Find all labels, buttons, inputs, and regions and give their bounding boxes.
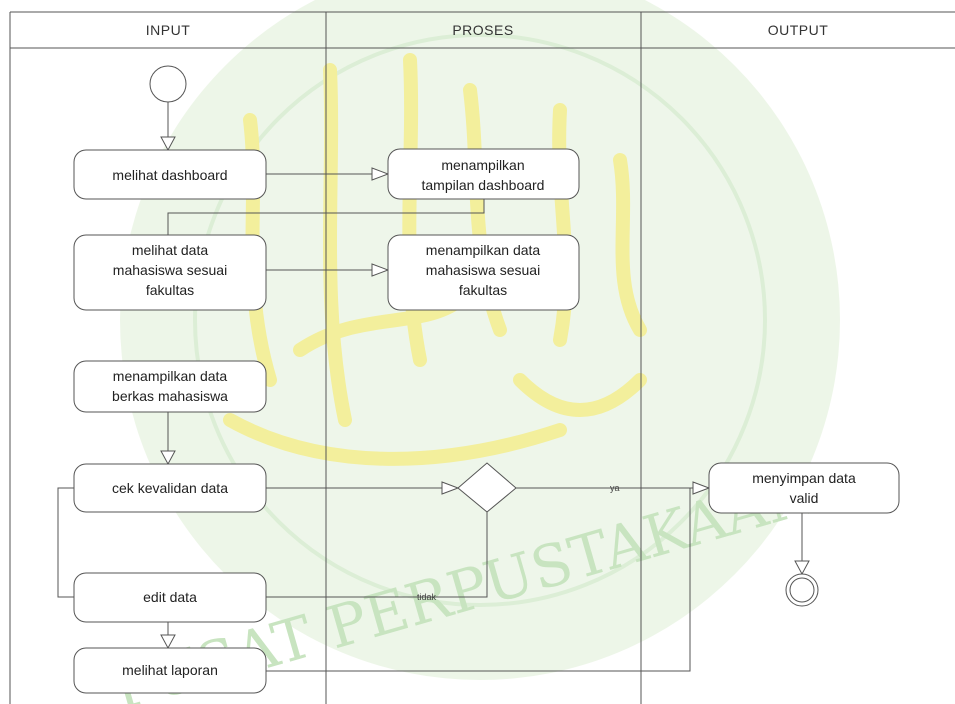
node-label-line: melihat data — [132, 242, 208, 258]
node-label-line: mahasiswa sesuai — [426, 262, 540, 278]
node-melihat-dashboard: melihat dashboard — [73, 149, 267, 200]
node-label-line: menyimpan data — [752, 470, 856, 486]
lane-title-input: INPUT — [146, 22, 191, 38]
node-menyimpan-data-valid: menyimpan data valid — [708, 462, 900, 514]
node-menampilkan-tampilan-dashboard: menampilkan tampilan dashboard — [387, 148, 580, 200]
node-label-line: menampilkan data — [426, 242, 541, 258]
decision-node — [457, 462, 517, 513]
node-label-line: berkas mahasiswa — [112, 388, 228, 404]
node-label-line: menampilkan data — [113, 368, 228, 384]
node-cek-kevalidan-data: cek kevalidan data — [73, 463, 267, 513]
node-label-line: menampilkan — [441, 157, 524, 173]
node-edit-data: edit data — [73, 572, 267, 623]
lane-title-proses: PROSES — [452, 22, 513, 38]
node-label-line: tampilan dashboard — [422, 177, 545, 193]
lane-title-output: OUTPUT — [768, 22, 829, 38]
node-label-line: fakultas — [146, 282, 194, 298]
start-node — [149, 65, 187, 103]
node-label-line: mahasiswa sesuai — [113, 262, 227, 278]
node-label: melihat laporan — [122, 662, 218, 678]
node-melihat-data-mahasiswa: melihat data mahasiswa sesuai fakultas — [73, 234, 267, 311]
node-menampilkan-data-mahasiswa: menampilkan data mahasiswa sesuai fakult… — [387, 234, 580, 311]
node-label-line: valid — [790, 490, 819, 506]
node-label: melihat dashboard — [112, 167, 227, 183]
node-label: edit data — [143, 589, 197, 605]
node-label-line: fakultas — [459, 282, 507, 298]
edge-label-tidak: tidak — [417, 592, 437, 602]
node-label: cek kevalidan data — [112, 480, 228, 496]
swimlanes: INPUT PROSES OUTPUT — [9, 11, 955, 704]
connectors — [57, 102, 810, 672]
node-melihat-laporan: melihat laporan — [73, 647, 267, 694]
node-menampilkan-data-berkas: menampilkan data berkas mahasiswa — [73, 360, 267, 413]
edge-label-ya: ya — [610, 483, 620, 493]
end-node — [785, 573, 819, 607]
